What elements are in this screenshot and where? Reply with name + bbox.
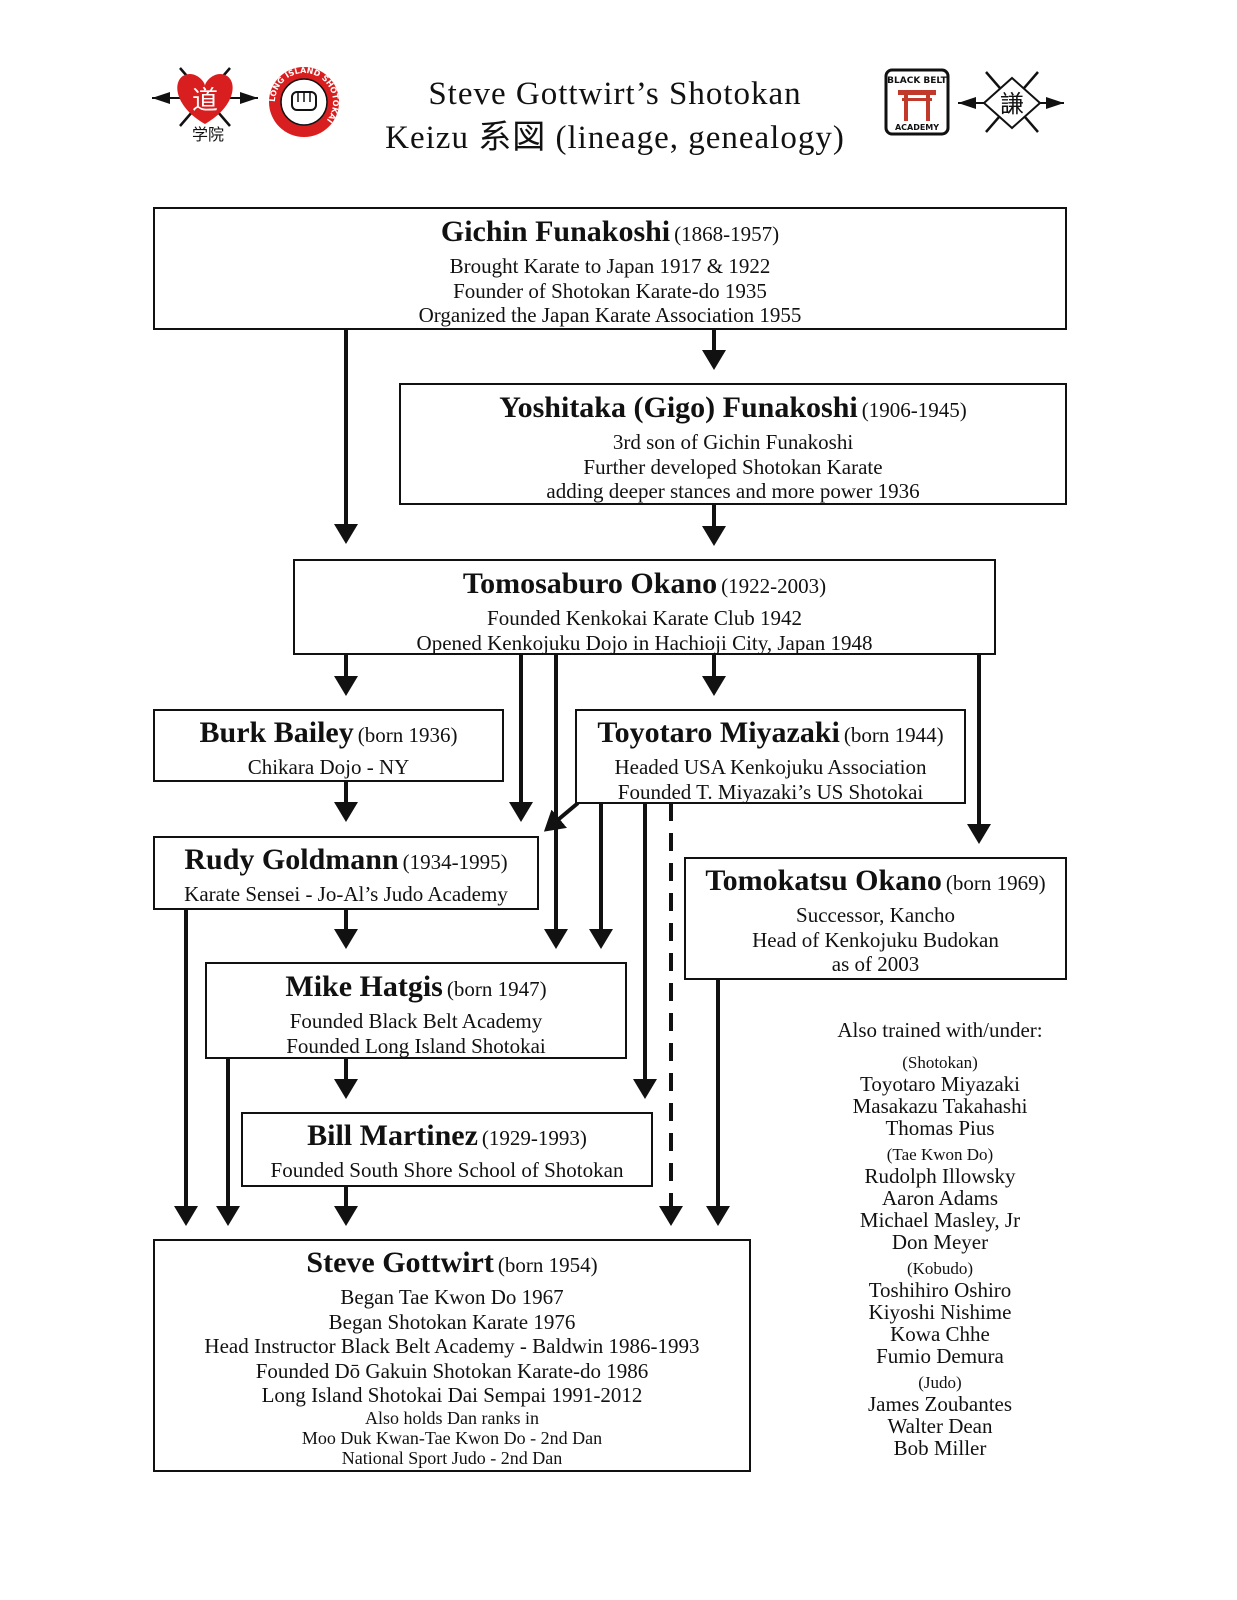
node-line: Founded Black Belt Academy bbox=[289, 1009, 543, 1033]
instructor-name: Walter Dean bbox=[887, 1414, 993, 1438]
node-dates: (1934-1995) bbox=[402, 850, 508, 874]
do-gakuin-logo: 道 学院 bbox=[152, 67, 258, 144]
instructor-name: Don Meyer bbox=[891, 1230, 989, 1254]
node-dates: (1922-2003) bbox=[721, 574, 827, 598]
node-dates: (born 1936) bbox=[357, 723, 458, 747]
ken-logo: 謙 bbox=[958, 71, 1064, 133]
node-line: Founded Long Island Shotokai bbox=[286, 1033, 546, 1058]
group-label: (Judo) bbox=[918, 1373, 962, 1392]
node-name: Tomosaburo Okano bbox=[462, 567, 718, 600]
node-toyotaro-miyazaki: Toyotaro Miyazaki (born 1944) Headed USA… bbox=[575, 709, 966, 804]
do-character: 道 bbox=[192, 86, 218, 116]
node-tomokatsu-okano: Tomokatsu Okano (born 1969) Successor, K… bbox=[684, 857, 1067, 980]
node-dates: (born 1954) bbox=[497, 1253, 598, 1277]
node-dates: (born 1969) bbox=[945, 871, 1046, 895]
instructor-name: Kowa Chhe bbox=[890, 1322, 990, 1346]
title-line-2: Keizu 系図 (lineage, genealogy) bbox=[385, 120, 845, 156]
node-line: Founder of Shotokan Karate-do 1935 bbox=[453, 278, 767, 303]
instructor-name: Aaron Adams bbox=[881, 1186, 999, 1210]
node-line: 3rd son of Gichin Funakoshi bbox=[612, 430, 854, 454]
title-line-1: Steve Gottwirt’s Shotokan bbox=[428, 76, 802, 112]
node-name: Steve Gottwirt bbox=[306, 1246, 494, 1279]
node-line: Founded South Shore School of Shotokan bbox=[270, 1158, 624, 1182]
node-name: Tomokatsu Okano bbox=[705, 864, 942, 897]
node-name: Rudy Goldmann bbox=[184, 843, 399, 876]
node-line: Founded Kenkokai Karate Club 1942 bbox=[487, 606, 802, 630]
black-belt-academy-logo: BLACK BELT ACADEMY bbox=[884, 68, 950, 136]
also-trained-heading: Also trained with/under: bbox=[837, 1018, 1043, 1042]
group-label: (Kobudo) bbox=[906, 1259, 974, 1278]
node-line: Organized the Japan Karate Association 1… bbox=[418, 303, 802, 327]
node-burk-bailey: Burk Bailey (born 1936) Chikara Dojo - N… bbox=[153, 709, 504, 782]
instructor-name: Rudolph Illowsky bbox=[864, 1164, 1016, 1188]
node-dates: (1929-1993) bbox=[481, 1126, 587, 1150]
instructor-name: Thomas Pius bbox=[885, 1116, 995, 1140]
logo-top-text: BLACK BELT bbox=[887, 76, 948, 86]
trained-group-kobudo: (Kobudo) Toshihiro Oshiro Kiyoshi Nishim… bbox=[800, 1259, 1080, 1367]
instructor-name: Toyotaro Miyazaki bbox=[859, 1072, 1021, 1096]
node-line: Chikara Dojo - NY bbox=[247, 755, 410, 779]
node-line: Began Shotokan Karate 1976 bbox=[328, 1309, 576, 1334]
instructor-name: James Zoubantes bbox=[867, 1392, 1013, 1416]
group-label: (Tae Kwon Do) bbox=[886, 1145, 994, 1164]
node-line: Headed USA Kenkojuku Association bbox=[614, 755, 927, 779]
node-small-line: Moo Duk Kwan-Tae Kwon Do - 2nd Dan bbox=[301, 1427, 603, 1448]
node-name: Mike Hatgis bbox=[285, 970, 443, 1003]
node-rudy-goldmann: Rudy Goldmann (1934-1995) Karate Sensei … bbox=[153, 836, 539, 910]
arrow-miyazaki-goldmann bbox=[543, 801, 580, 832]
instructor-name: Masakazu Takahashi bbox=[852, 1094, 1028, 1118]
also-trained-panel: Also trained with/under: (Shotokan) Toyo… bbox=[800, 1018, 1080, 1465]
node-mike-hatgis: Mike Hatgis (born 1947) Founded Black Be… bbox=[205, 962, 627, 1059]
node-dates: (born 1947) bbox=[446, 977, 547, 1001]
node-yoshitaka-funakoshi: Yoshitaka (Gigo) Funakoshi (1906-1945) 3… bbox=[399, 383, 1067, 505]
node-line: Head Instructor Black Belt Academy - Bal… bbox=[204, 1334, 700, 1358]
ken-character: 謙 bbox=[1000, 90, 1024, 118]
node-line: Long Island Shotokai Dai Sempai 1991-201… bbox=[261, 1383, 643, 1407]
group-label: (Shotokan) bbox=[902, 1053, 978, 1072]
node-steve-gottwirt: Steve Gottwirt (born 1954) Began Tae Kwo… bbox=[153, 1239, 751, 1472]
node-name: Gichin Funakoshi bbox=[440, 215, 671, 248]
node-line: Head of Kenkojuku Budokan bbox=[752, 927, 999, 952]
trained-group-shotokan: (Shotokan) Toyotaro Miyazaki Masakazu Ta… bbox=[800, 1053, 1080, 1139]
node-dates: (1906-1945) bbox=[861, 398, 967, 422]
node-gichin-funakoshi: Gichin Funakoshi (1868-1957) Brought Kar… bbox=[153, 207, 1067, 330]
instructor-name: Fumio Demura bbox=[876, 1344, 1004, 1368]
node-line: as of 2003 bbox=[831, 952, 920, 976]
node-dates: (1868-1957) bbox=[674, 222, 780, 246]
instructor-name: Kiyoshi Nishime bbox=[868, 1300, 1012, 1324]
node-line: adding deeper stances and more power 193… bbox=[546, 479, 920, 503]
node-dates: (born 1944) bbox=[843, 723, 944, 747]
node-name: Yoshitaka (Gigo) Funakoshi bbox=[499, 391, 858, 424]
node-small-line: National Sport Judo - 2nd Dan bbox=[341, 1447, 563, 1468]
instructor-name: Michael Masley, Jr bbox=[859, 1208, 1021, 1232]
node-line: Opened Kenkojuku Dojo in Hachioji City, … bbox=[416, 630, 873, 655]
node-bill-martinez: Bill Martinez (1929-1993) Founded South … bbox=[241, 1112, 653, 1187]
node-small-line: Also holds Dan ranks in bbox=[365, 1407, 539, 1428]
node-line: Brought Karate to Japan 1917 & 1922 bbox=[449, 254, 771, 278]
page-title: Steve Gottwirt’s Shotokan Keizu 系図 (line… bbox=[330, 72, 900, 160]
node-line: Began Tae Kwon Do 1967 bbox=[340, 1285, 564, 1309]
long-island-shotokai-logo: LONG ISLAND SHOTOKAI bbox=[268, 66, 340, 137]
gakuin-characters: 学院 bbox=[192, 125, 224, 144]
logo-bottom-text: ACADEMY bbox=[895, 123, 939, 132]
instructor-name: Toshihiro Oshiro bbox=[868, 1278, 1012, 1302]
node-line: Founded Dō Gakuin Shotokan Karate-do 198… bbox=[255, 1358, 649, 1383]
node-name: Bill Martinez bbox=[307, 1119, 478, 1152]
node-line: Successor, Kancho bbox=[796, 903, 955, 927]
trained-group-tae-kwon-do: (Tae Kwon Do) Rudolph Illowsky Aaron Ada… bbox=[800, 1145, 1080, 1253]
trained-group-judo: (Judo) James Zoubantes Walter Dean Bob M… bbox=[800, 1373, 1080, 1459]
node-tomosaburo-okano: Tomosaburo Okano (1922-2003) Founded Ken… bbox=[293, 559, 996, 655]
node-line: Further developed Shotokan Karate bbox=[583, 454, 883, 479]
node-line: Founded T. Miyazaki’s US Shotokai bbox=[617, 779, 924, 804]
node-name: Toyotaro Miyazaki bbox=[597, 716, 840, 749]
node-line: Karate Sensei - Jo-Al’s Judo Academy bbox=[184, 882, 508, 906]
torii-icon bbox=[898, 90, 936, 95]
node-name: Burk Bailey bbox=[199, 716, 354, 749]
instructor-name: Bob Miller bbox=[893, 1436, 987, 1460]
